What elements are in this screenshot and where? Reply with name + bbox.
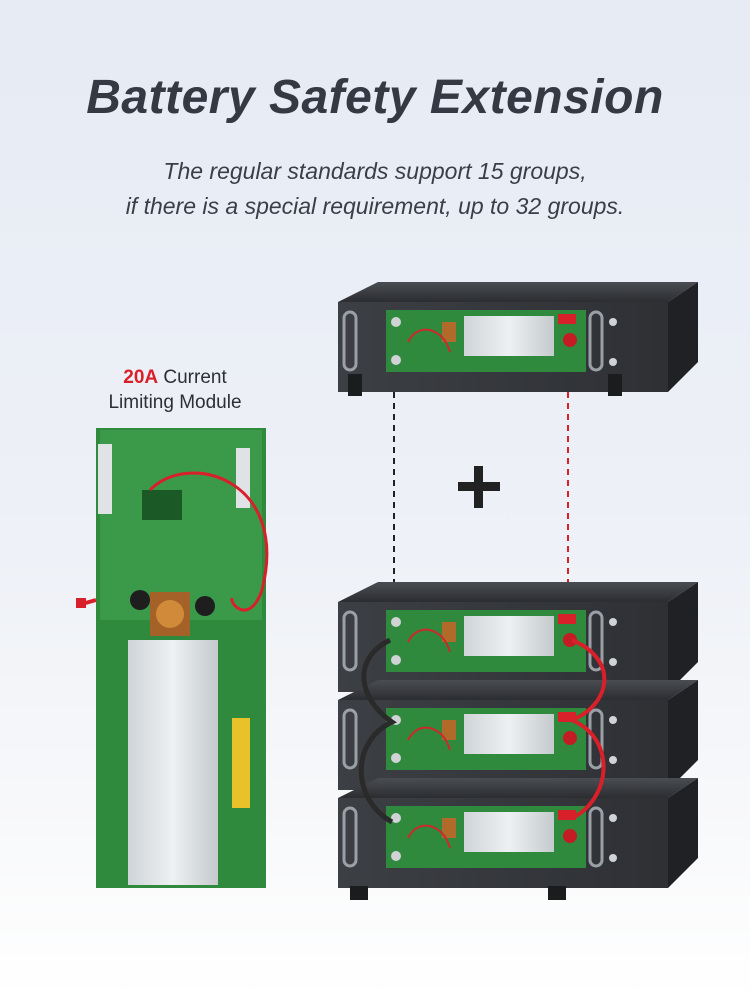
battery-rack-unit-1	[336, 580, 700, 694]
top-battery-rack-unit	[336, 280, 700, 396]
module-label: 20A Current Limiting Module	[60, 365, 290, 415]
module-label-current-rating: 20A	[123, 367, 159, 388]
subtitle-line-2: if there is a special requirement, up to…	[125, 193, 625, 219]
subtitle-line-1: The regular standards support 15 groups,	[163, 158, 587, 184]
battery-rack-unit-2	[336, 678, 700, 792]
black-interconnect-cable	[358, 637, 397, 825]
page-title: Battery Safety Extension	[86, 71, 664, 124]
battery-rack-unit-3	[336, 776, 700, 900]
red-interconnect-cable	[566, 638, 607, 820]
bms-circuit-board-icon	[76, 428, 269, 888]
module-label-line-2: Limiting Module	[108, 392, 242, 413]
plus-sign-icon	[458, 466, 500, 508]
module-label-word-current: Current	[163, 367, 227, 388]
